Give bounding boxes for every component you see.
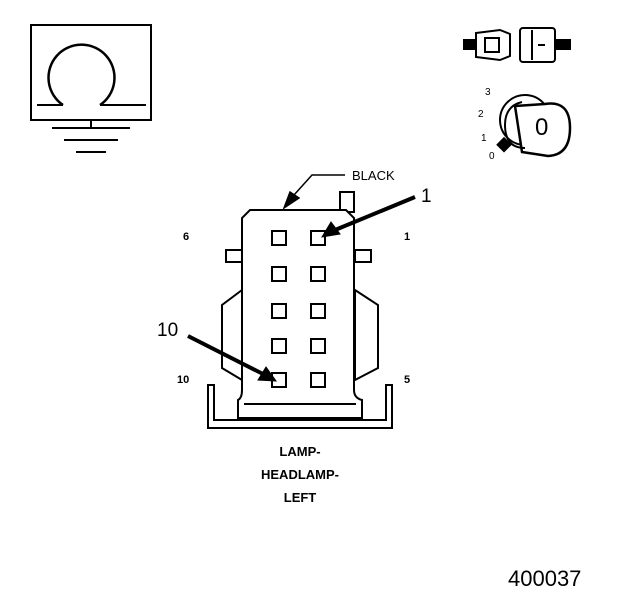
pin-cavity (310, 230, 326, 246)
ignition-key-icon (496, 94, 572, 158)
pin-label-1: 1 (404, 231, 411, 243)
key-position-0: 0 (489, 151, 495, 162)
key-position-1: 1 (481, 133, 487, 144)
connector-color-label: BLACK (352, 168, 395, 183)
ground-symbol-icon (30, 24, 152, 153)
key-position-3: 3 (485, 87, 491, 98)
pin-cavity (271, 230, 287, 246)
callout-pin-1: 1 (421, 186, 432, 207)
caption-line-1: LAMP- (279, 444, 321, 459)
figure-id: 400037 (508, 566, 582, 591)
callout-pin-10: 10 (157, 320, 179, 341)
key-position-2: 2 (478, 109, 484, 120)
pin-label-6: 6 (183, 231, 190, 243)
callout-10-arrow (187, 334, 278, 382)
pin-cavity (271, 266, 287, 282)
pin-cavity (310, 303, 326, 319)
pin-label-10: 10 (177, 374, 190, 386)
pin-cavity (271, 338, 287, 354)
pin-cavity (310, 372, 326, 388)
color-leader (282, 174, 345, 210)
key-label: 0 (535, 114, 549, 141)
pin-label-5: 5 (404, 374, 411, 386)
pin-cavities (271, 230, 326, 388)
connector-mate-icon (463, 27, 571, 63)
caption-line-2: HEADLAMP- (261, 467, 339, 482)
pin-cavity (271, 303, 287, 319)
caption-line-3: LEFT (283, 490, 317, 505)
pin-cavity (310, 266, 326, 282)
connector-body (207, 191, 393, 429)
pin-cavity (310, 338, 326, 354)
callout-1-arrow (321, 195, 416, 238)
